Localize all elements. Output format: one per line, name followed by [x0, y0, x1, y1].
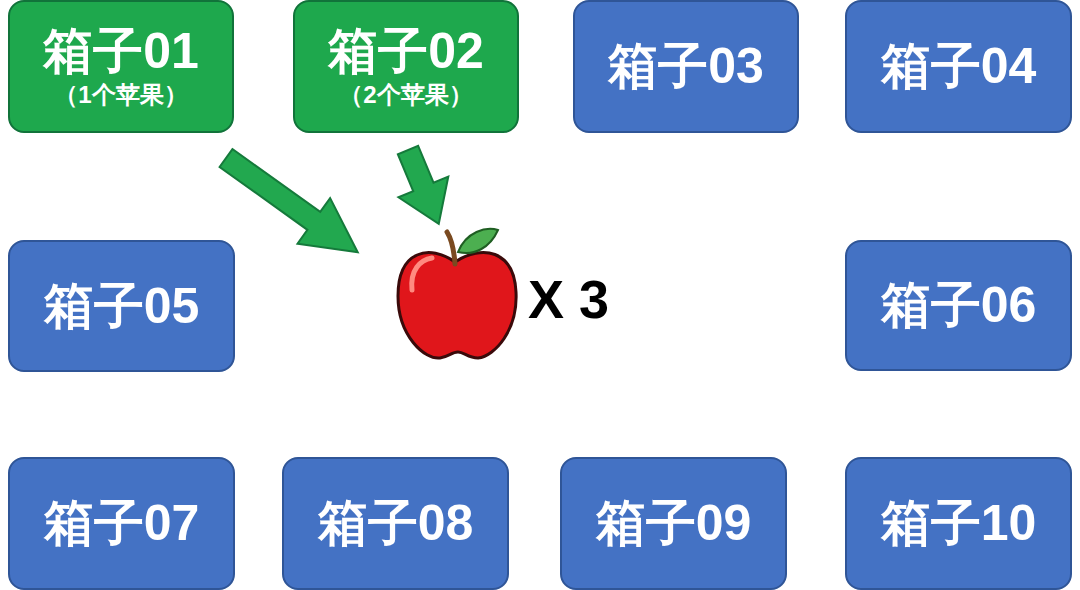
box-title: 箱子03: [608, 39, 764, 94]
box-node: 箱子06: [845, 240, 1072, 371]
green-arrow: [383, 140, 464, 235]
box-node: 箱子09: [560, 457, 787, 590]
box-node: 箱子07: [8, 457, 235, 590]
box-note: （2个苹果）: [339, 81, 472, 110]
box-title: 箱子10: [881, 496, 1037, 551]
apple: [398, 229, 516, 358]
box-title: 箱子09: [596, 496, 752, 551]
box-note: （1个苹果）: [54, 81, 187, 110]
box-node: 箱子04: [845, 0, 1072, 133]
box-node: 箱子02（2个苹果）: [293, 0, 519, 133]
count-label: X 3: [528, 268, 609, 330]
box-title: 箱子05: [44, 279, 200, 334]
box-title: 箱子07: [44, 496, 200, 551]
box-node: 箱子03: [573, 0, 799, 133]
box-title: 箱子02: [328, 24, 484, 79]
box-node: 箱子10: [845, 457, 1072, 590]
box-node: 箱子01（1个苹果）: [8, 0, 234, 133]
box-node: 箱子05: [8, 240, 235, 372]
box-title: 箱子06: [881, 278, 1037, 333]
box-title: 箱子04: [881, 39, 1037, 94]
box-node: 箱子08: [282, 457, 509, 590]
box-title: 箱子08: [318, 496, 474, 551]
box-title: 箱子01: [43, 24, 199, 79]
